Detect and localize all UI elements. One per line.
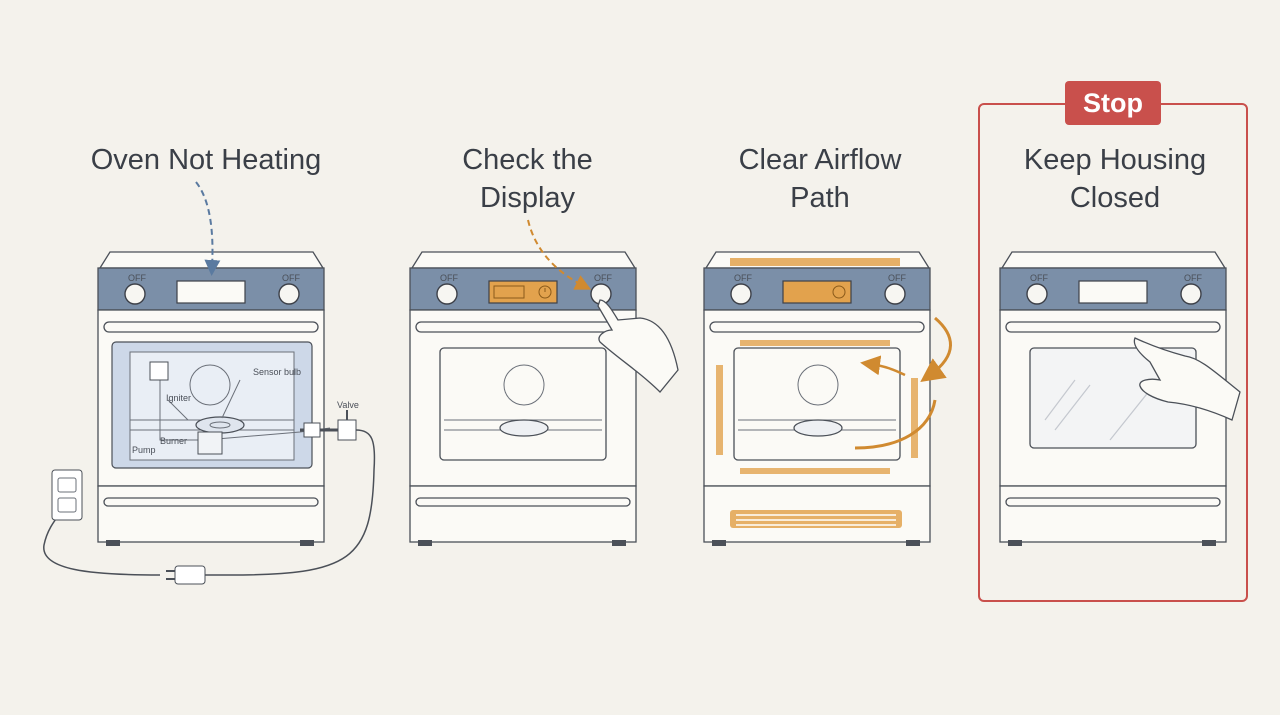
plug-icon [174, 565, 206, 585]
oven-4: OFF OFF [999, 251, 1241, 546]
oven-3: OFF OFF [703, 251, 952, 546]
knob-left-icon [124, 283, 146, 305]
vent-highlight-top [730, 258, 900, 266]
valve-icon [337, 419, 357, 441]
knob-right-label: OFF [282, 273, 300, 283]
oven-2: OFF OFF [409, 219, 679, 546]
svg-text:OFF: OFF [1184, 273, 1202, 283]
stop-badge: Stop [1065, 81, 1161, 125]
svg-text:OFF: OFF [594, 273, 612, 283]
label-igniter: Igniter [166, 393, 191, 403]
hand-pressing-icon [1133, 337, 1241, 421]
step-1-title: Oven Not Heating [90, 144, 322, 176]
label-valve: Valve [337, 400, 359, 410]
clock-icon [538, 285, 552, 299]
display-blank [176, 280, 246, 304]
label-pump: Pump [132, 445, 156, 455]
wall-outlet-icon [51, 469, 83, 521]
airflow-arrow-icon [920, 316, 952, 382]
svg-text:OFF: OFF [888, 273, 906, 283]
knob-right-icon [278, 283, 300, 305]
hand-pointing-icon [597, 299, 679, 393]
airflow-arrow-icon [860, 355, 906, 377]
svg-text:OFF: OFF [440, 273, 458, 283]
label-burner: Burner [160, 436, 187, 446]
burner-icon [195, 416, 245, 434]
airflow-arrow-icon [854, 399, 937, 450]
label-sensor-bulb: Sensor bulb [253, 367, 301, 377]
knob-left-label: OFF [128, 273, 146, 283]
svg-text:OFF: OFF [734, 273, 752, 283]
pointer-arrow [527, 219, 592, 290]
svg-text:OFF: OFF [1030, 273, 1048, 283]
display-lit [488, 280, 558, 304]
oven-1: OFF OFF Sensor bulb Igniter Burner Pump … [43, 181, 376, 585]
